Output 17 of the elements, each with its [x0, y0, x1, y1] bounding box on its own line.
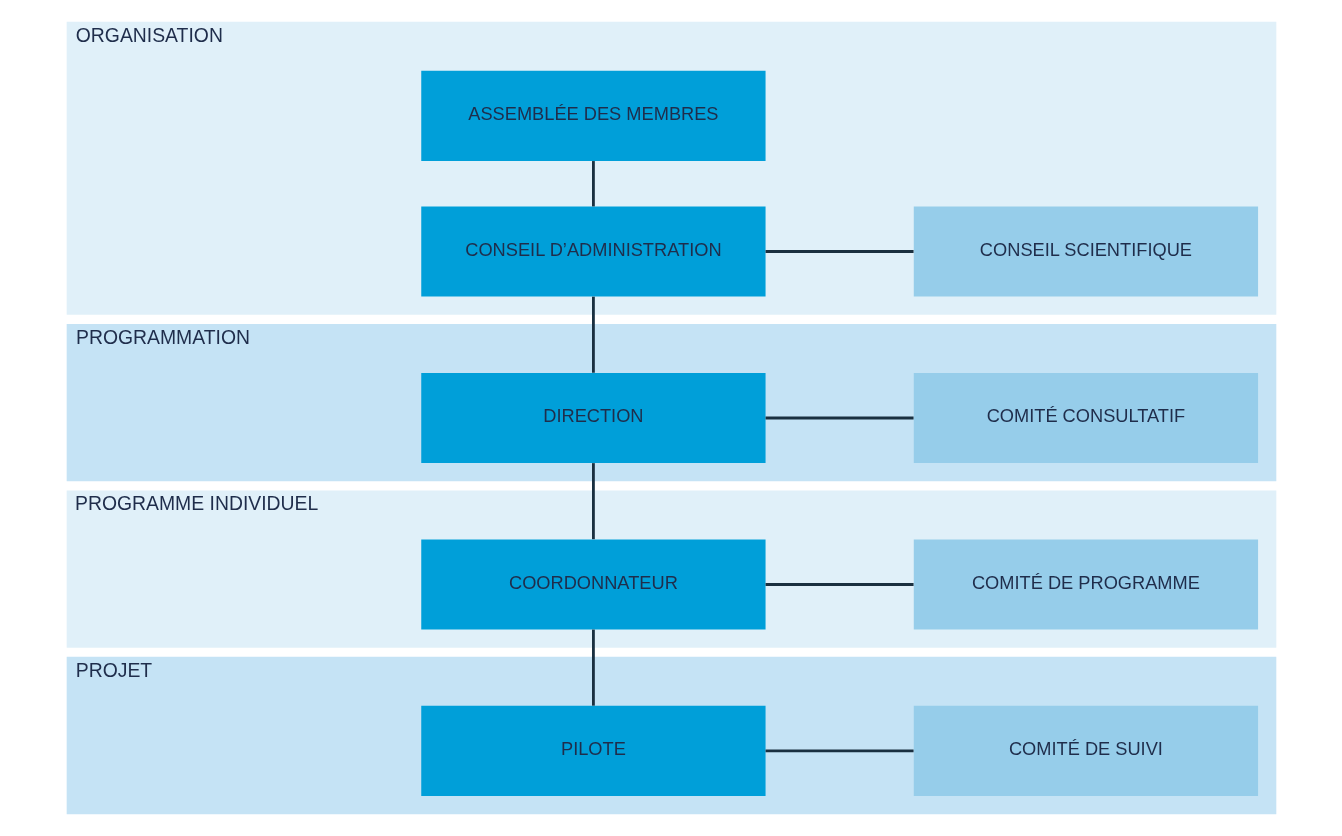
node-box: DIRECTION: [420, 372, 766, 464]
connector: [765, 416, 914, 420]
connector: [591, 463, 595, 540]
connector: [591, 161, 595, 207]
node-box: COMITÉ DE SUIVI: [913, 705, 1258, 796]
node-box: CONSEIL SCIENTIFIQUE: [913, 206, 1258, 297]
node-box: COMITÉ DE PROGRAMME: [913, 539, 1258, 630]
node-box: ASSEMBLÉE DES MEMBRES: [420, 70, 766, 161]
node-box: PILOTE: [420, 705, 766, 796]
node-box: COMITÉ CONSULTATIF: [913, 372, 1258, 464]
node-box: CONSEIL D’ADMINISTRATION: [420, 206, 766, 297]
node-box: COORDONNATEUR: [420, 539, 766, 630]
connector: [591, 296, 595, 373]
connector: [591, 629, 595, 706]
connector: [765, 250, 914, 253]
connector: [765, 749, 914, 753]
connector: [765, 583, 914, 586]
